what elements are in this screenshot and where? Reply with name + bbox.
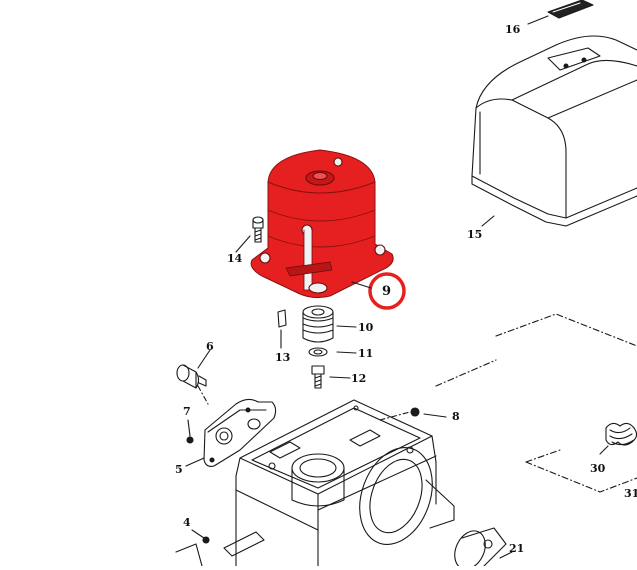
part-7-screw <box>186 419 194 444</box>
part-9-motor-highlighted <box>250 149 394 299</box>
label-7: 7 <box>183 405 191 418</box>
label-8: 8 <box>452 410 460 423</box>
label-12: 12 <box>351 372 367 385</box>
part-30-spring <box>599 422 637 455</box>
label-9: 9 <box>382 284 392 299</box>
gearbox-housing <box>175 399 455 567</box>
label-14: 14 <box>227 252 243 265</box>
part-10-worm <box>302 305 357 343</box>
label-4: 4 <box>183 516 191 529</box>
part-11-washer <box>308 347 357 357</box>
part-13-key <box>277 309 287 349</box>
part-12-screw <box>311 365 351 389</box>
label-30: 30 <box>590 462 606 475</box>
label-6: 6 <box>206 340 214 353</box>
part-16-badge <box>547 0 594 19</box>
label-21: 21 <box>509 542 525 555</box>
part-5-plate <box>185 398 277 467</box>
part-6-cable-gland <box>176 349 211 389</box>
part-15-cover <box>471 35 637 227</box>
label-11: 11 <box>358 347 374 360</box>
part-8-screw <box>410 407 447 418</box>
label-13: 13 <box>275 351 291 364</box>
part-21-plug <box>454 527 513 570</box>
label-5: 5 <box>175 463 183 476</box>
label-31: 31 <box>624 487 637 500</box>
label-16: 16 <box>505 23 521 36</box>
label-15: 15 <box>467 228 483 241</box>
part-14-bolt <box>235 216 264 253</box>
label-10: 10 <box>358 321 374 334</box>
highlight-circle <box>368 272 406 310</box>
